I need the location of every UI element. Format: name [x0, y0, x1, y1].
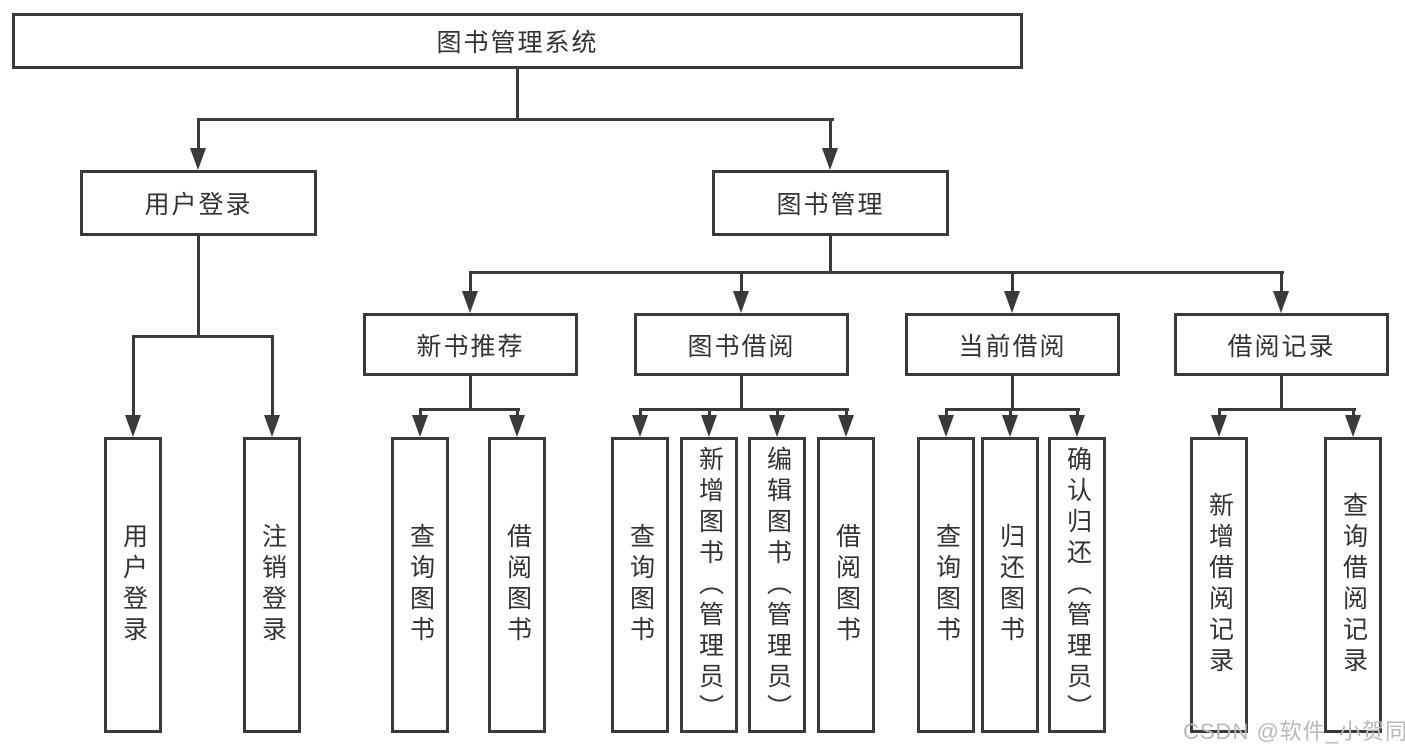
connector-line	[469, 271, 1284, 274]
node-book-management: 图书管理	[712, 170, 949, 236]
connector-line	[469, 376, 472, 408]
node-borrow-records: 借阅记录	[1174, 313, 1389, 376]
arrow-down-icon	[938, 415, 954, 437]
connector-line	[132, 335, 274, 338]
connector-line	[1009, 408, 1012, 417]
connector-line	[740, 376, 743, 408]
connector-line	[1280, 376, 1283, 408]
arrow-down-icon	[190, 148, 206, 170]
connector-line	[829, 118, 832, 148]
connector-line	[197, 236, 200, 335]
leaf-edit-books-admin: 编辑图书（管理员）	[748, 437, 806, 733]
connector-line	[776, 408, 779, 417]
arrow-down-icon	[462, 291, 478, 313]
node-library-system: 图书管理系统	[12, 13, 1023, 69]
arrow-down-icon	[264, 415, 280, 437]
leaf-return-books: 归还图书	[981, 437, 1039, 733]
arrow-down-icon	[1004, 291, 1020, 313]
leaf-add-borrow-record: 新增借阅记录	[1190, 437, 1248, 733]
arrow-down-icon	[769, 415, 785, 437]
leaf-query-books-borrow: 查询图书	[611, 437, 669, 733]
connector-line	[1011, 271, 1014, 293]
node-new-book-recommend: 新书推荐	[363, 313, 578, 376]
connector-line	[516, 69, 519, 118]
arrow-down-icon	[838, 415, 854, 437]
watermark: CSDN @软件_小贺同学	[1183, 719, 1405, 744]
leaf-logout: 注销登录	[243, 437, 301, 733]
connector-line	[639, 408, 849, 411]
node-user-login: 用户登录	[80, 170, 317, 236]
leaf-confirm-return-admin: 确认归还（管理员）	[1048, 437, 1106, 733]
connector-line	[708, 408, 711, 417]
leaf-query-borrow-record: 查询借阅记录	[1324, 437, 1382, 733]
arrow-down-icon	[1273, 291, 1289, 313]
node-current-borrow: 当前借阅	[905, 313, 1120, 376]
arrow-down-icon	[701, 415, 717, 437]
connector-line	[469, 271, 472, 293]
connector-line	[1076, 408, 1079, 417]
connector-line	[639, 408, 642, 417]
connector-line	[829, 236, 832, 271]
node-book-borrow: 图书借阅	[634, 313, 849, 376]
connector-line	[1011, 376, 1014, 408]
leaf-user-login: 用户登录	[104, 437, 162, 733]
connector-line	[945, 408, 1080, 411]
connector-line	[1280, 271, 1283, 293]
leaf-borrow-books: 借阅图书	[817, 437, 875, 733]
arrow-down-icon	[1069, 415, 1085, 437]
leaf-add-books-admin: 新增图书（管理员）	[680, 437, 738, 733]
arrow-down-icon	[1345, 415, 1361, 437]
connector-line	[1218, 408, 1356, 411]
leaf-query-books-current: 查询图书	[917, 437, 975, 733]
arrow-down-icon	[412, 415, 428, 437]
connector-line	[1218, 408, 1221, 417]
connector-line	[419, 408, 422, 417]
arrow-down-icon	[509, 415, 525, 437]
connector-line	[1352, 408, 1355, 417]
arrow-down-icon	[632, 415, 648, 437]
arrow-down-icon	[822, 148, 838, 170]
arrow-down-icon	[1211, 415, 1227, 437]
leaf-borrow-books-recommend: 借阅图书	[488, 437, 546, 733]
connector-line	[132, 335, 135, 415]
connector-line	[197, 118, 200, 148]
connector-line	[516, 408, 519, 417]
leaf-query-books-recommend: 查询图书	[391, 437, 449, 733]
connector-line	[945, 408, 948, 417]
connector-line	[271, 335, 274, 415]
connector-line	[740, 271, 743, 293]
connector-line	[419, 408, 520, 411]
arrow-down-icon	[125, 415, 141, 437]
connector-line	[197, 118, 834, 121]
arrow-down-icon	[733, 291, 749, 313]
connector-line	[845, 408, 848, 417]
arrow-down-icon	[1002, 415, 1018, 437]
